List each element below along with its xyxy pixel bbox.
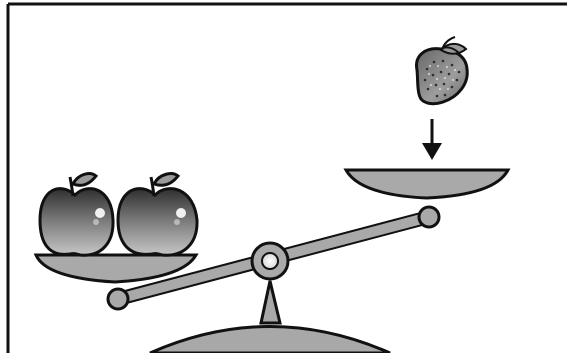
scale-pivot — [250, 241, 290, 281]
strawberry-icon — [415, 36, 469, 106]
apple-icon — [38, 172, 115, 257]
left-pan — [33, 253, 199, 284]
frame — [6, 2, 567, 353]
down-arrow-icon — [422, 119, 442, 160]
scale-base — [149, 280, 391, 353]
right-pan — [343, 168, 511, 200]
apple-icon — [116, 172, 199, 257]
beam-left-end — [106, 287, 130, 311]
beam-right-end — [417, 205, 441, 229]
